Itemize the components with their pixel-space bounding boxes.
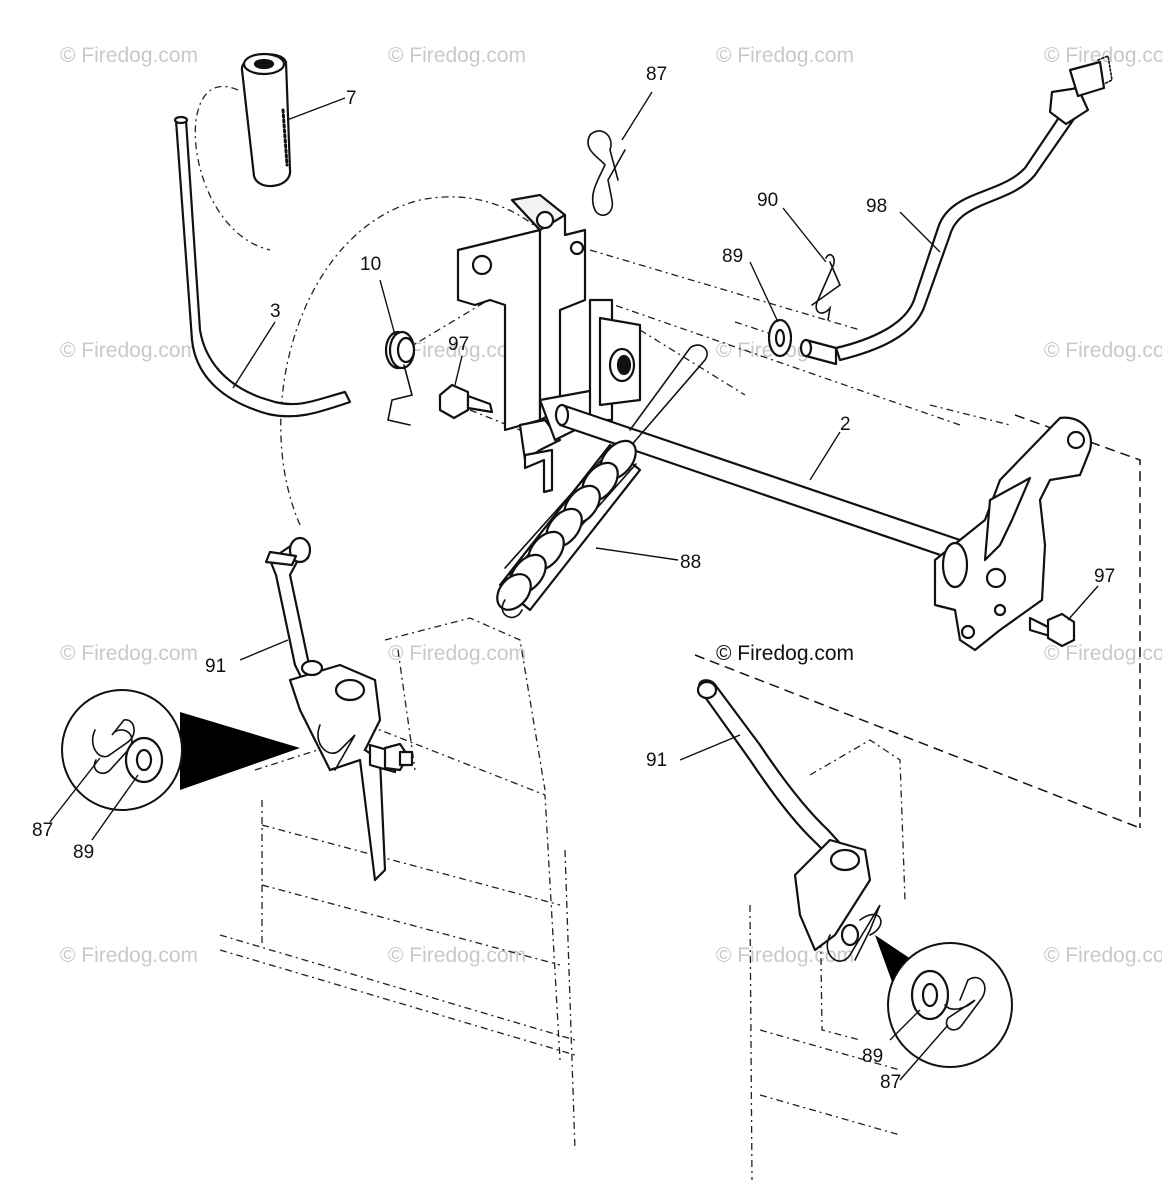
callout-97-left: 97 [448,334,469,355]
watermark-4: © Firedog.com [1044,44,1162,67]
callout-89-inset-left: 89 [73,842,94,863]
watermark-11: © Firedog.com [1044,642,1162,665]
lift-link-left [264,536,322,697]
callout-87-inset-left: 87 [32,820,53,841]
bolt-right [1028,612,1076,648]
callout-89-top: 89 [722,246,743,267]
extension-spring [496,344,708,619]
leader-lines [49,91,1099,1081]
hairpin-clip-87-top [587,130,626,216]
callout-7: 7 [346,88,357,109]
callout-3: 3 [270,301,281,322]
watermark-1: © Firedog.com [60,44,198,67]
lift-lever [173,115,352,418]
detail-inset-left [61,689,300,811]
callout-2: 2 [840,414,851,435]
callout-87-inset-right: 87 [880,1072,901,1093]
assembly-boundary [694,414,1141,829]
watermark-13: © Firedog.com [388,944,526,967]
watermark-15: © Firedog.com [1044,944,1162,967]
torsion-spring [384,330,416,426]
washer-top [767,318,793,358]
watermark-6: © Firedog.com [388,339,526,362]
watermark-12: © Firedog.com [60,944,198,967]
callout-97-right: 97 [1094,566,1115,587]
callout-91-left: 91 [205,656,226,677]
watermark-10: © Firedog.com [388,642,526,665]
mounting-bracket [456,193,642,494]
callout-90: 90 [757,190,778,211]
callout-91-right: 91 [646,750,667,771]
callout-89-inset-right: 89 [862,1046,883,1067]
spring-coils [496,439,637,611]
linkage-rod [799,54,1113,366]
watermark-9: © Firedog.com [60,642,198,665]
handle-grip [240,52,292,188]
callout-87-top: 87 [646,64,667,85]
watermark-14: © Firedog.com [716,944,854,967]
callout-labels: 7 87 90 98 89 10 3 97 2 88 97 91 87 89 9… [32,64,1115,1093]
callout-98: 98 [866,196,887,217]
watermark-2: © Firedog.com [388,44,526,67]
watermark-3: © Firedog.com [716,44,854,67]
lift-bracket-left [288,659,414,882]
lift-link-right [696,679,857,874]
credit-text: © Firedog.com [716,642,854,665]
hairpin-clip-90 [811,253,841,321]
bolt-left [438,383,494,420]
detail-inset-right [875,935,1013,1068]
lift-arm-plate [933,416,1093,652]
lift-bracket-right [793,838,882,962]
callout-88: 88 [680,552,701,573]
callout-10: 10 [360,254,381,275]
deck-outline [219,617,906,1181]
watermark-8: © Firedog.com [1044,339,1162,362]
watermark-5: © Firedog.com [60,339,198,362]
